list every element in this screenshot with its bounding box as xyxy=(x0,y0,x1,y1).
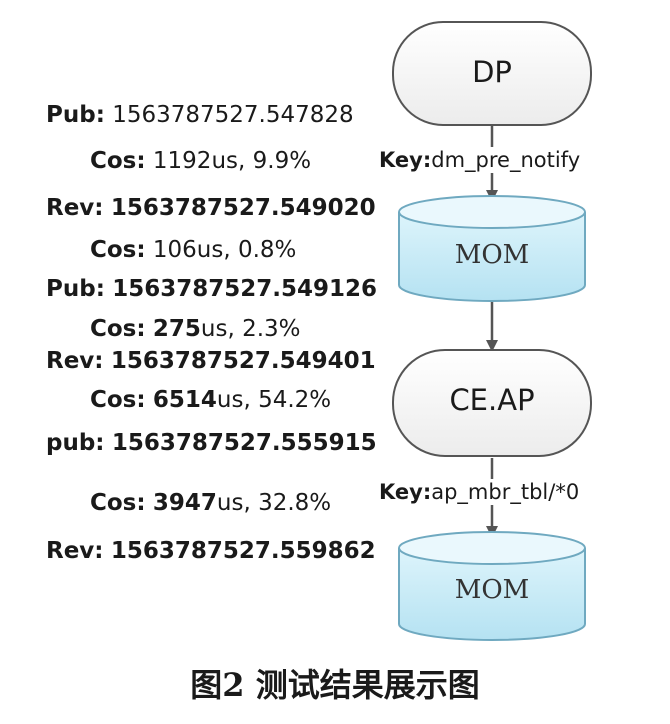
dp-terminal-shape xyxy=(392,21,592,126)
entry-label: Cos: xyxy=(90,237,146,263)
timeline-entry-cost: Cos: 6514us, 54.2% xyxy=(90,386,331,414)
edge-key-prefix: Key: xyxy=(379,148,432,172)
entry-label: Rev: xyxy=(46,538,104,564)
timeline-entry-cost: Cos: 3947us, 32.8% xyxy=(90,489,331,517)
timeline-entry-pub: Pub: 1563787527.547828 xyxy=(46,101,354,129)
dp-node-label: DP xyxy=(472,55,512,89)
entry-unit: us, xyxy=(196,237,231,263)
timeline-entry-rev: Rev: 1563787527.549401 xyxy=(46,347,376,375)
entry-label: Rev: xyxy=(46,348,104,374)
entry-pct: 0.8% xyxy=(237,237,297,263)
edge-key-topic: dm_pre_notify xyxy=(431,148,581,172)
entry-label: Cos: xyxy=(90,490,146,516)
mom-node-label-1: MOM xyxy=(454,240,530,270)
entry-label: Rev: xyxy=(46,195,104,221)
entry-unit: us, xyxy=(200,316,235,342)
timeline-entry-rev: Rev: 1563787527.549020 xyxy=(46,194,376,222)
entry-label: Cos: xyxy=(90,387,146,413)
timeline-entry-rev: Rev: 1563787527.559862 xyxy=(46,537,376,565)
entry-amount: 3947 xyxy=(152,490,217,516)
mom-cylinder-1 xyxy=(398,195,586,302)
entry-amount: 275 xyxy=(152,316,201,342)
entry-value: 1563787527.549126 xyxy=(112,276,378,302)
entry-unit: us, xyxy=(216,490,251,516)
entry-label: pub: xyxy=(46,430,105,456)
entry-value: 1563787527.555915 xyxy=(111,430,377,456)
figure-caption: 图2 测试结果展示图 xyxy=(190,666,480,704)
entry-amount: 1192 xyxy=(152,148,212,174)
timeline-entry-cost: Cos: 1192us, 9.9% xyxy=(90,147,311,175)
edge-key-topic: ap_mbr_tbl/*0 xyxy=(431,480,580,504)
entry-pct: 54.2% xyxy=(258,387,332,413)
entry-value: 1563787527.549401 xyxy=(110,348,376,374)
entry-amount: 106 xyxy=(152,237,197,263)
entry-label: Cos: xyxy=(90,316,146,342)
timeline-entry-pub: Pub: 1563787527.549126 xyxy=(46,275,377,303)
entry-value: 1563787527.547828 xyxy=(112,102,354,128)
entry-pct: 32.8% xyxy=(258,490,332,516)
edge-key-label-2: Key:ap_mbr_tbl/*0 xyxy=(377,479,582,505)
entry-unit: us, xyxy=(211,148,246,174)
timeline-entry-cost: Cos: 275us, 2.3% xyxy=(90,315,301,343)
entry-pct: 2.3% xyxy=(242,316,301,342)
entry-pct: 9.9% xyxy=(252,148,312,174)
entry-label: Pub: xyxy=(46,102,105,128)
entry-value: 1563787527.559862 xyxy=(110,538,376,564)
mom-cylinder-2 xyxy=(398,531,586,641)
edge-key-label-1: Key:dm_pre_notify xyxy=(377,147,583,173)
edge-key-prefix: Key: xyxy=(379,480,432,504)
ceap-node-label: CE.AP xyxy=(449,383,535,417)
entry-amount: 6514 xyxy=(152,387,217,413)
ceap-terminal-shape xyxy=(392,349,592,457)
entry-unit: us, xyxy=(216,387,251,413)
entry-label: Pub: xyxy=(46,276,105,302)
entry-label: Cos: xyxy=(90,148,146,174)
mom-node-label-2: MOM xyxy=(454,575,530,605)
timeline-entry-cost: Cos: 106us, 0.8% xyxy=(90,236,296,264)
entry-value: 1563787527.549020 xyxy=(110,195,376,221)
timeline-entry-pub: pub: 1563787527.555915 xyxy=(46,429,377,457)
